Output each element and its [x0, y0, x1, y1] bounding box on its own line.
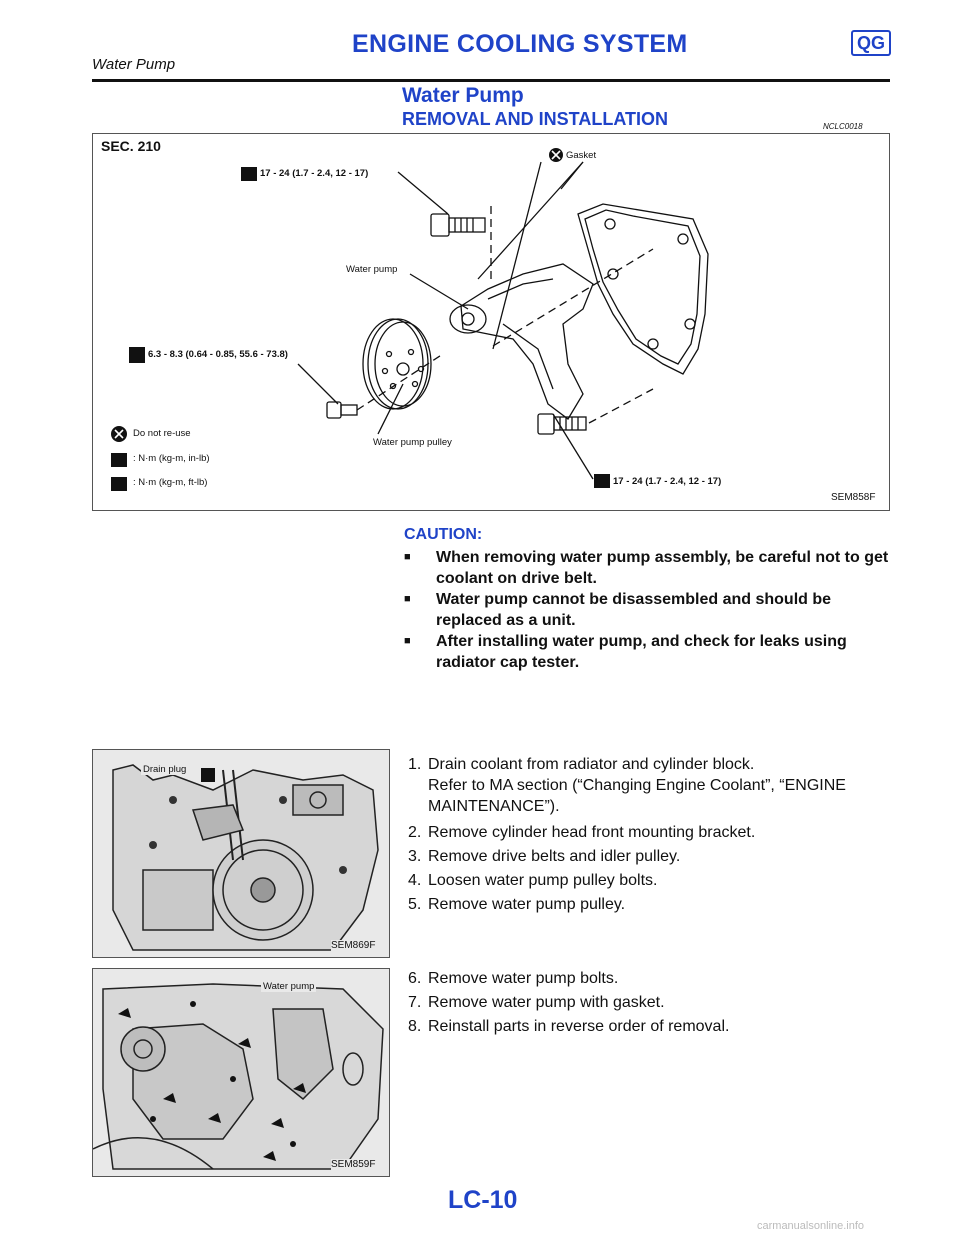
- caution-item: ■ After installing water pump, and check…: [404, 631, 890, 673]
- torque-pulley-bolt-label: 6.3 - 8.3 (0.64 - 0.85, 55.6 - 73.8): [148, 349, 288, 360]
- step-number: 7.: [408, 994, 422, 1011]
- bullet-marker: ■: [404, 551, 411, 563]
- reference-code: NCLC0018: [823, 122, 863, 131]
- step-text: Remove drive belts and idler pulley.: [428, 848, 681, 865]
- step-number: 8.: [408, 1018, 422, 1035]
- drain-plug-figure: Drain plug SEM869F: [92, 749, 390, 958]
- step-text: Remove water pump with gasket.: [428, 994, 665, 1011]
- section-number-label: SEC. 210: [101, 138, 161, 154]
- step-number: 1.: [408, 756, 422, 773]
- bullet-marker: ■: [404, 593, 411, 605]
- procedure-step: 6. Remove water pump bolts.: [408, 968, 890, 989]
- step-text: Remove water pump pulley.: [428, 896, 626, 913]
- procedure-step: Refer to MA section (“Changing Engine Co…: [408, 775, 890, 817]
- step-number: 6.: [408, 970, 422, 987]
- torque-top-bolt-label: 17 - 24 (1.7 - 2.4, 12 - 17): [260, 168, 369, 179]
- exploded-view-figure: SEC. 210 17 - 24 (1.7 - 2.4, 12 - 17) Ga…: [92, 133, 890, 511]
- legend-in-lb: : N·m (kg-m, in-lb): [133, 453, 210, 464]
- procedure-step: 7. Remove water pump with gasket.: [408, 992, 890, 1013]
- procedure-step: 4. Loosen water pump pulley bolts.: [408, 870, 890, 891]
- water-pump-photo: [93, 969, 389, 1176]
- site-watermark: carmanualsonline.info: [757, 1220, 865, 1232]
- chapter-title: ENGINE COOLING SYSTEM: [352, 30, 688, 58]
- procedure-step: 2. Remove cylinder head front mounting b…: [408, 822, 890, 843]
- legend-do-not-reuse: Do not re-use: [133, 428, 191, 439]
- figure-code: SEM858F: [831, 492, 876, 503]
- procedure-step: 5. Remove water pump pulley.: [408, 894, 890, 915]
- section-title: Water Pump: [402, 84, 524, 107]
- torque-bottom-bolt-label: 17 - 24 (1.7 - 2.4, 12 - 17): [613, 476, 722, 487]
- drain-plug-label: Drain plug: [141, 764, 189, 775]
- legend-ft-lb: : N·m (kg-m, ft-lb): [133, 477, 208, 488]
- caution-item: ■ Water pump cannot be disassembled and …: [404, 589, 890, 631]
- water-pump-bolts-figure: Water pump SEM859F: [92, 968, 390, 1177]
- water-pump-label: Water pump: [346, 264, 398, 275]
- procedure-step: 3. Remove drive belts and idler pulley.: [408, 846, 890, 867]
- engine-code-badge: QG: [851, 30, 891, 56]
- step-number: 5.: [408, 896, 422, 913]
- bullet-marker: ■: [404, 635, 411, 647]
- section-subtitle: REMOVAL AND INSTALLATION: [402, 109, 668, 129]
- figure-code: SEM869F: [331, 940, 376, 951]
- exploded-view-drawing: [111, 148, 709, 491]
- step-text: Reinstall parts in reverse order of remo…: [428, 1018, 730, 1035]
- caution-item-text: After installing water pump, and check f…: [436, 633, 847, 671]
- step-text: Drain coolant from radiator and cylinder…: [428, 756, 755, 773]
- caution-heading: CAUTION:: [404, 526, 483, 543]
- step-number: 3.: [408, 848, 422, 865]
- caution-item-text: When removing water pump assembly, be ca…: [436, 549, 889, 587]
- procedure-step: 1. Drain coolant from radiator and cylin…: [408, 754, 890, 775]
- chapter-subtitle: Water Pump: [92, 56, 176, 73]
- step-text: Refer to MA section (“Changing Engine Co…: [428, 777, 846, 815]
- caution-item-text: Water pump cannot be disassembled and sh…: [436, 591, 832, 629]
- procedure-step: 8. Reinstall parts in reverse order of r…: [408, 1016, 890, 1037]
- step-text: Remove water pump bolts.: [428, 970, 619, 987]
- step-number: 4.: [408, 872, 422, 889]
- step-text: Remove cylinder head front mounting brac…: [428, 824, 756, 841]
- water-pump-pulley-label: Water pump pulley: [373, 437, 452, 448]
- figure-code: SEM859F: [331, 1159, 376, 1170]
- page-number: LC-10: [448, 1186, 518, 1214]
- gasket-label: Gasket: [566, 150, 597, 161]
- engine-block-photo: [93, 750, 389, 957]
- header-divider: [92, 79, 890, 82]
- step-number: 2.: [408, 824, 422, 841]
- caution-item: ■ When removing water pump assembly, be …: [404, 547, 890, 589]
- step-text: Loosen water pump pulley bolts.: [428, 872, 658, 889]
- water-pump-photo-label: Water pump: [261, 981, 317, 992]
